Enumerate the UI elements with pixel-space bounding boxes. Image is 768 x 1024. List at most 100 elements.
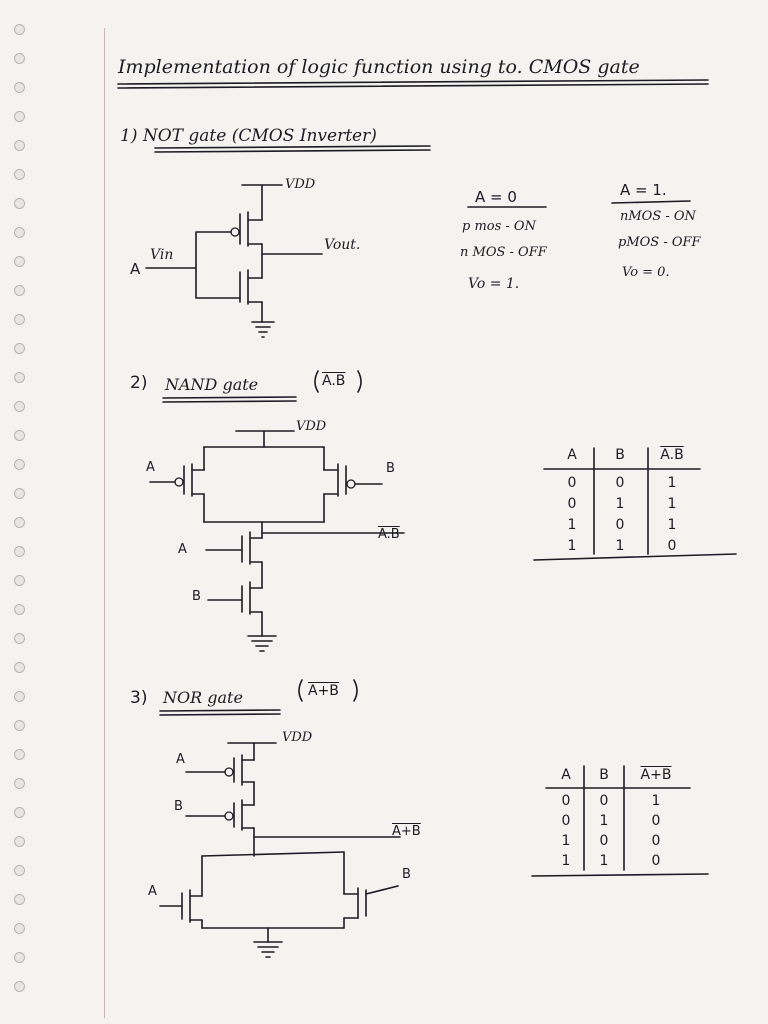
nand-nmos-b-label: B <box>192 589 201 604</box>
spiral-hole <box>14 227 25 238</box>
nor-header-cell: B <box>599 767 609 783</box>
spiral-hole <box>14 256 25 267</box>
spiral-hole <box>14 343 25 354</box>
nor-table-cell: 0 <box>599 793 609 809</box>
spiral-hole <box>14 82 25 93</box>
nand-output-label: A.B <box>378 527 400 542</box>
spiral-hole <box>14 691 25 702</box>
nand-header-cell: A.B <box>660 447 684 463</box>
nand-table-cell: 1 <box>667 496 677 512</box>
case-a1-line3: Vo = 0. <box>622 265 670 280</box>
nor-output-label: A+B <box>392 824 421 839</box>
spiral-hole <box>14 111 25 122</box>
spiral-hole <box>14 633 25 644</box>
spiral-hole <box>14 749 25 760</box>
nor-heading-expr: A+B <box>308 683 339 699</box>
not-vout-label: Vout. <box>324 237 361 253</box>
nand-header-cell: B <box>615 447 625 463</box>
case-a1-line2: pMOS - OFF <box>618 235 701 250</box>
nor-table-lines <box>531 765 709 877</box>
not-vdd-label: VDD <box>285 177 316 192</box>
spiral-hole <box>14 401 25 412</box>
spiral-hole <box>14 488 25 499</box>
not-vin-label: Vin <box>150 247 174 263</box>
spiral-hole <box>14 285 25 296</box>
spiral-hole <box>14 53 25 64</box>
nand-table-cell: 1 <box>615 496 625 512</box>
spiral-hole <box>14 662 25 673</box>
nor-table-cell: 0 <box>561 793 571 809</box>
case-a0-line1: p mos - ON <box>462 219 536 234</box>
spiral-hole <box>14 24 25 35</box>
spiral-hole <box>14 459 25 470</box>
case-a0-line3: Vo = 1. <box>468 276 520 292</box>
not-input-label: A <box>130 260 141 278</box>
spiral-hole <box>14 778 25 789</box>
nand-table-lines <box>533 447 737 561</box>
nand-header-cell: A <box>567 447 577 463</box>
nor-table-cell: 1 <box>599 853 609 869</box>
nor-pmos-b-label: B <box>174 799 183 814</box>
nor-table-cell: 0 <box>599 833 609 849</box>
spiral-hole <box>14 836 25 847</box>
nand-pmos-b-label: B <box>386 461 395 476</box>
nand-pmos-a-label: A <box>146 460 155 475</box>
nor-vdd-label: VDD <box>282 730 313 745</box>
nor-nmos-b-label: B <box>402 867 411 882</box>
nand-table-cell: 0 <box>615 517 625 533</box>
nand-table-cell: 0 <box>567 496 577 512</box>
case-a1-heading: A = 1. <box>620 181 667 199</box>
nor-header-cell: A <box>561 767 571 783</box>
spiral-hole <box>14 604 25 615</box>
case-a1-line1: nMOS - ON <box>620 209 696 224</box>
spiral-hole <box>14 372 25 383</box>
margin-line <box>104 28 105 1018</box>
case-a0-heading: A = 0 <box>475 188 517 206</box>
not-gate-heading: 1) NOT gate (CMOS Inverter) <box>120 126 377 146</box>
nor-table-cell: 1 <box>561 853 571 869</box>
spiral-hole <box>14 140 25 151</box>
spiral-hole <box>14 923 25 934</box>
nand-heading-expr: A.B <box>322 373 346 389</box>
spiral-hole <box>14 981 25 992</box>
nor-heading-text: NOR gate <box>163 688 243 707</box>
spiral-hole <box>14 720 25 731</box>
nand-vdd-label: VDD <box>296 419 327 434</box>
spiral-hole <box>14 575 25 586</box>
spiral-hole <box>14 517 25 528</box>
nand-table-cell: 0 <box>567 475 577 491</box>
nand-nmos-a-label: A <box>178 542 187 557</box>
spiral-hole <box>14 952 25 963</box>
page-title: Implementation of logic function using t… <box>118 56 640 78</box>
nor-nmos-a-label: A <box>148 884 157 899</box>
nand-table-cell: 1 <box>615 538 625 554</box>
spiral-hole <box>14 198 25 209</box>
nand-table-cell: 1 <box>567 517 577 533</box>
spiral-hole <box>14 807 25 818</box>
spiral-hole <box>14 314 25 325</box>
nor-table-cell: 1 <box>561 833 571 849</box>
case-a0-line2: n MOS - OFF <box>460 245 547 260</box>
nand-table-cell: 1 <box>667 475 677 491</box>
nand-heading-text: NAND gate <box>165 375 259 394</box>
nor-table-cell: 1 <box>599 813 609 829</box>
nor-table-cell: 0 <box>561 813 571 829</box>
nand-table-cell: 0 <box>615 475 625 491</box>
nand-table-cell: 0 <box>667 538 677 554</box>
nor-header-cell: A+B <box>640 767 672 783</box>
nor-table-cell: 0 <box>651 853 661 869</box>
nor-heading-num: 3) <box>130 688 148 708</box>
spiral-hole <box>14 894 25 905</box>
nor-table-cell: 1 <box>651 793 661 809</box>
spiral-hole <box>14 430 25 441</box>
nor-pmos-a-label: A <box>176 752 185 767</box>
